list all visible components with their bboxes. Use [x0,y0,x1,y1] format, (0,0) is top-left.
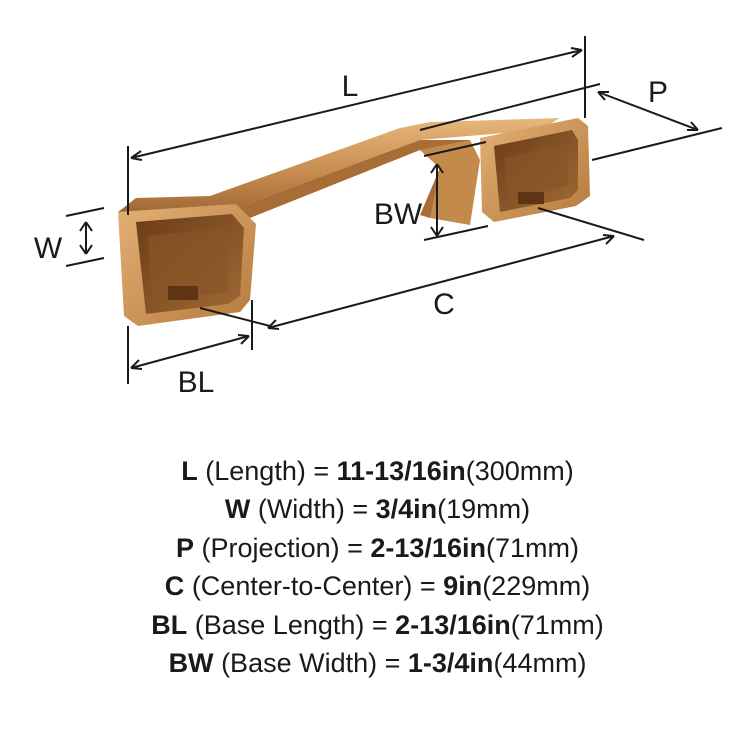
spec-imperial: 9in [443,571,483,602]
dimline-C [267,235,615,329]
cabinet-pull-illustration [118,118,590,326]
label-P: P [648,76,668,109]
pull-bar-top [118,118,560,220]
dimline-P [597,91,699,131]
spec-abbr: L [181,456,198,486]
spec-name: (Length) = [205,456,330,486]
spec-metric: (229mm) [482,571,591,602]
dimline-L [130,49,583,159]
spec-line-base-length: BL (Base Length) = 2-13/16in(71mm) [0,606,755,644]
dimension-lines [65,36,723,384]
spec-name: (Base Width) = [221,648,401,679]
spec-abbr: BW [168,648,214,679]
spec-line-width: W (Width) = 3/4in(19mm) [0,490,755,528]
spec-abbr: P [176,532,195,563]
spec-imperial: 11-13/16in [336,456,466,486]
spec-imperial: 3/4in [375,494,438,525]
spec-name: (Width) = [257,494,369,525]
spec-metric: (19mm) [437,494,531,525]
spec-imperial: 2-13/16in [395,609,511,640]
spec-line-projection: P (Projection) = 2-13/16in(71mm) [0,529,755,567]
spec-abbr: BL [151,609,188,640]
spec-name: (Center-to-Center) = [191,571,436,602]
label-BL: BL [178,366,215,399]
label-L: L [342,70,359,103]
spec-imperial: 2-13/16in [370,532,486,563]
spec-abbr: W [224,494,251,525]
label-W: W [34,232,63,265]
spec-metric: (44mm) [493,648,587,679]
pull-dimension-diagram: L P W BW C BL [34,36,723,399]
spec-line-base-width: BW (Base Width) = 1-3/4in(44mm) [0,644,755,682]
label-C: C [433,288,455,321]
spec-metric: (71mm) [510,609,604,640]
label-BW: BW [374,198,423,231]
spec-name: (Projection) = [201,532,363,563]
spec-line-length: L (Length) = 11-13/16in(300mm) [0,452,755,490]
spec-metric: (71mm) [485,532,579,563]
dimension-specs-list: L (Length) = 11-13/16in(300mm) W (Width)… [0,452,755,682]
spec-abbr: C [164,571,185,602]
dimline-BL [130,335,250,369]
spec-imperial: 1-3/4in [407,648,494,679]
spec-name: (Base Length) = [194,609,388,640]
spec-line-center-to-center: C (Center-to-Center) = 9in(229mm) [0,567,755,605]
spec-metric: (300mm) [465,456,574,486]
